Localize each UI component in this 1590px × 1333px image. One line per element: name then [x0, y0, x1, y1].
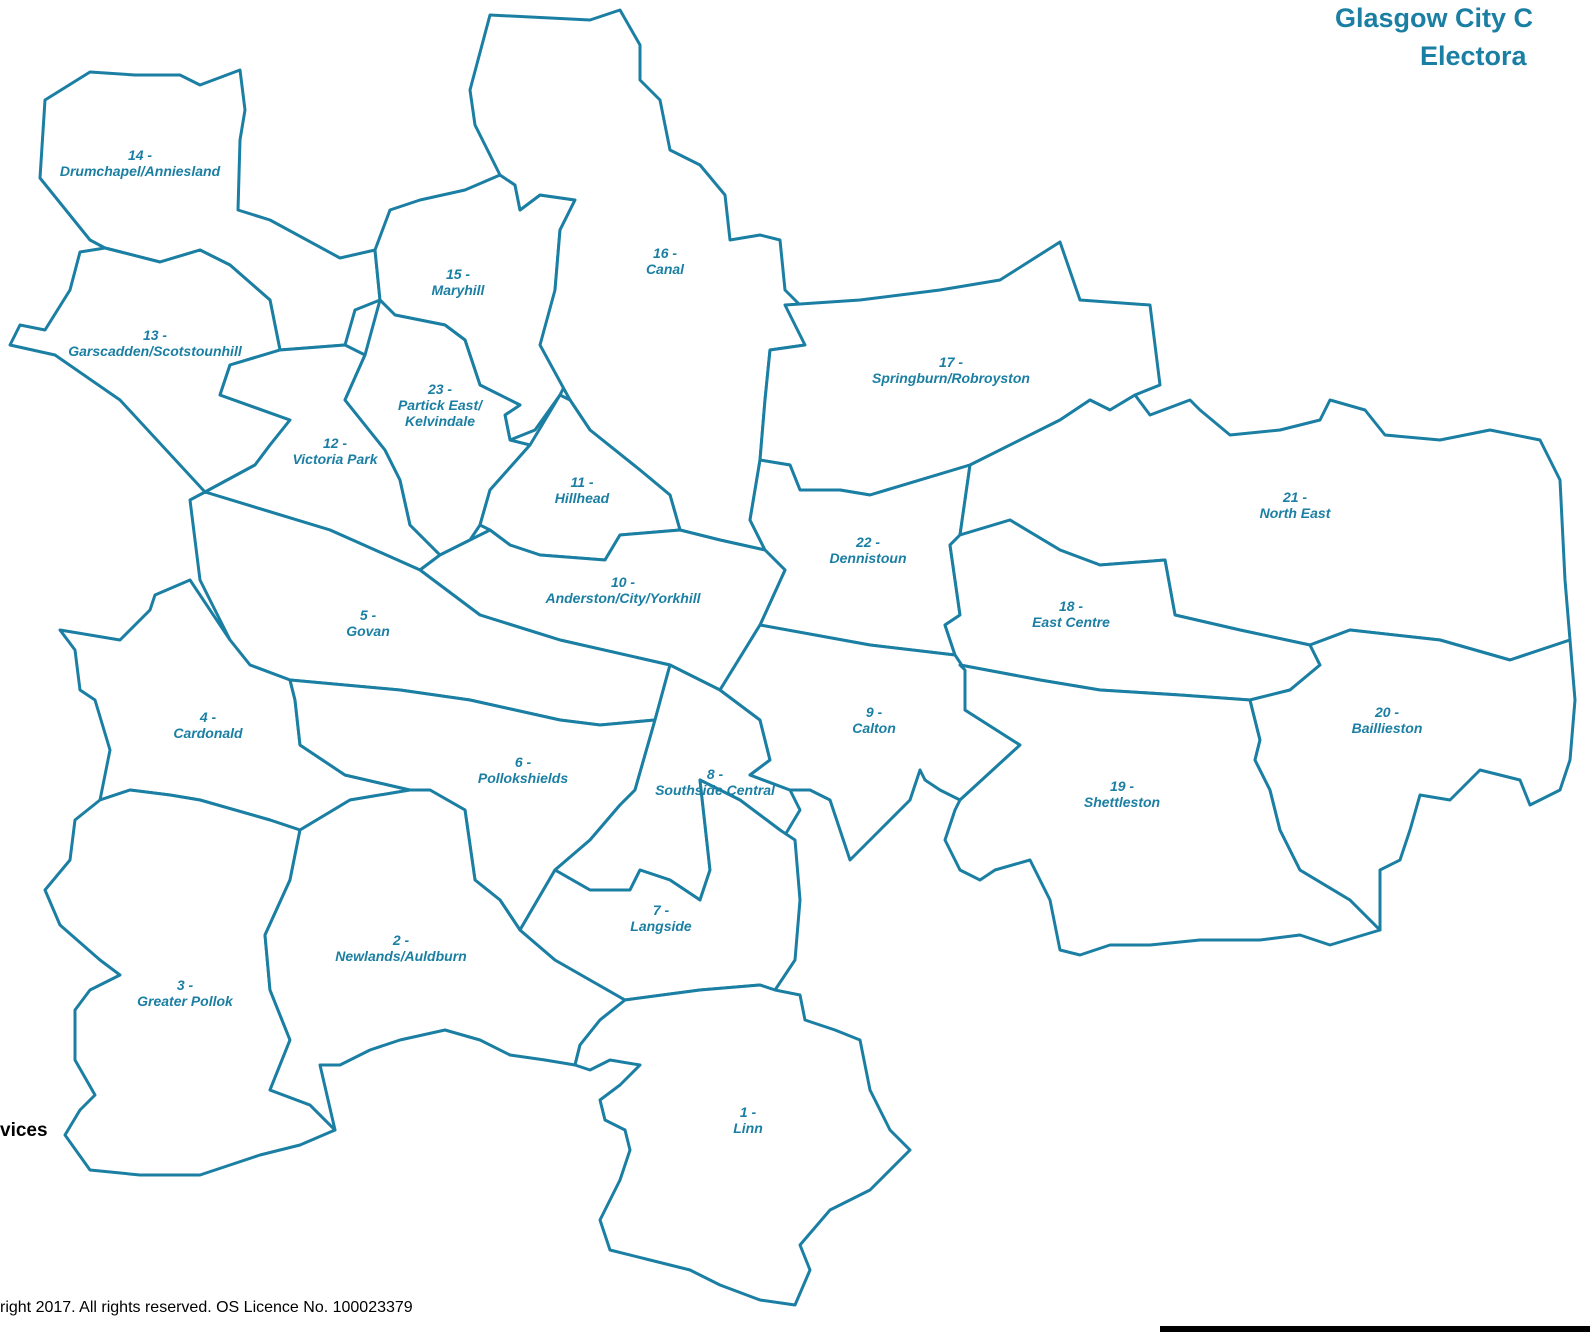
- ward-2-label-name: Newlands/Auldburn: [335, 948, 466, 964]
- ward-7-label-number: 7 -: [653, 902, 670, 918]
- map-title-line-1: Glasgow City C: [1335, 3, 1534, 33]
- ward-12-label-name: Victoria Park: [292, 451, 378, 467]
- ward-10-label-name: Anderston/City/Yorkhill: [544, 590, 701, 606]
- ward-1-area[interactable]: [573, 983, 912, 1307]
- map-title-line-2: Electora: [1420, 41, 1527, 71]
- ward-15-label-name: Maryhill: [432, 282, 486, 298]
- ward-3-label-number: 3 -: [177, 977, 194, 993]
- ward-6-label-number: 6 -: [515, 754, 532, 770]
- ward-5-label-number: 5 -: [360, 607, 377, 623]
- ward-17-label-number: 17 -: [939, 354, 963, 370]
- ward-15-label-number: 15 -: [446, 266, 470, 282]
- ward-6-label-name: Pollokshields: [478, 770, 568, 786]
- ward-22-label-number: 22 -: [855, 534, 880, 550]
- ward-2-label-number: 2 -: [392, 932, 410, 948]
- ward-3-label-name: Greater Pollok: [137, 993, 234, 1009]
- ward-7-label-name: Langside: [630, 918, 692, 934]
- department-text: vices: [0, 1120, 48, 1141]
- ward-21-label-name: North East: [1260, 505, 1332, 521]
- ward-19-label-number: 19 -: [1110, 778, 1134, 794]
- ward-14-area[interactable]: [38, 68, 382, 352]
- ward-20-label-name: Baillieston: [1352, 720, 1423, 736]
- ward-22-label-name: Dennistoun: [830, 550, 907, 566]
- ward-19-label-name: Shettleston: [1084, 794, 1160, 810]
- ward-5-label-name: Govan: [346, 623, 390, 639]
- ward-16-label-number: 16 -: [653, 245, 677, 261]
- ward-9-label-number: 9 -: [866, 704, 883, 720]
- ward-20-label-number: 20 -: [1374, 704, 1399, 720]
- ward-13-label-number: 13 -: [143, 327, 167, 343]
- copyright-notice: right 2017. All rights reserved. OS Lice…: [0, 1299, 413, 1316]
- ward-8-label-name: Southside Central: [655, 782, 776, 798]
- ward-14-label-number: 14 -: [128, 147, 152, 163]
- ward-18-label-number: 18 -: [1059, 598, 1083, 614]
- ward-2-area[interactable]: [263, 788, 627, 1132]
- ward-4-label-name: Cardonald: [173, 725, 243, 741]
- ward-12-label-number: 12 -: [323, 435, 347, 451]
- ward-23-label-name2: Kelvindale: [405, 413, 475, 429]
- ward-14-label-name: Drumchapel/Anniesland: [60, 163, 221, 179]
- ward-11-label-name: Hillhead: [555, 490, 610, 506]
- ward-10-label-number: 10 -: [611, 574, 635, 590]
- ward-17-label-name: Springburn/Robroyston: [872, 370, 1030, 386]
- ward-13-label-name: Garscadden/Scotstounhill: [68, 343, 243, 359]
- ward-1-label-number: 1 -: [740, 1104, 757, 1120]
- ward-8-label-number: 8 -: [707, 766, 724, 782]
- ward-18-label-name: East Centre: [1032, 614, 1110, 630]
- ward-7-area[interactable]: [518, 778, 802, 1002]
- ward-11-label-number: 11 -: [570, 474, 593, 490]
- ward-9-label-name: Calton: [852, 720, 896, 736]
- ward-1-label-name: Linn: [733, 1120, 763, 1136]
- ward-16-label-name: Canal: [646, 261, 685, 277]
- ward-23-label-name: Partick East/: [398, 397, 484, 413]
- ward-23-label-number: 23 -: [427, 381, 452, 397]
- ward-4-label-number: 4 -: [199, 709, 217, 725]
- scale-bar: [1160, 1326, 1590, 1332]
- ward-20-area[interactable]: [1248, 628, 1577, 932]
- ward-21-label-number: 21 -: [1282, 489, 1307, 505]
